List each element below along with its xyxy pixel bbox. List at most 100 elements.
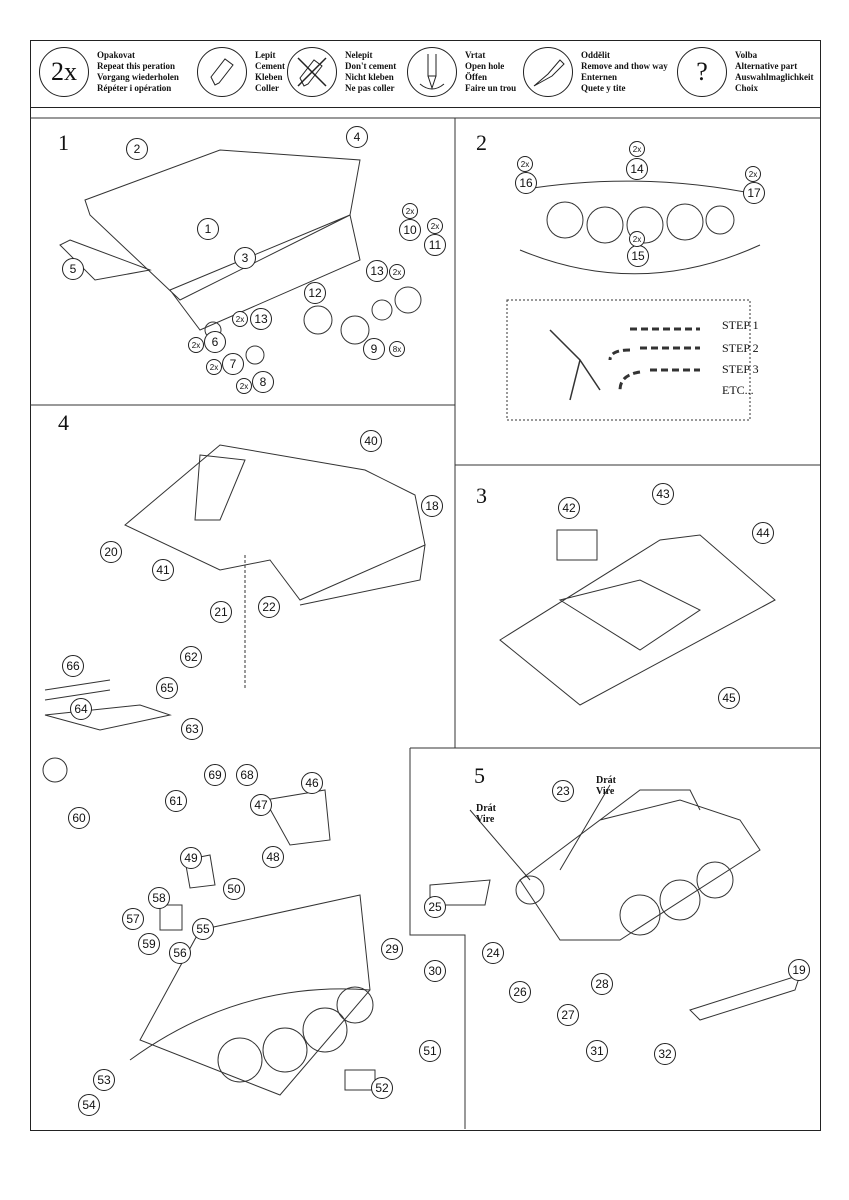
part-callout: 51 — [419, 1040, 441, 1062]
part-callout: 16 — [515, 172, 537, 194]
quantity-badge: 2x — [232, 311, 248, 327]
cement-tube-icon — [197, 47, 247, 97]
part-callout: 41 — [152, 559, 174, 581]
quantity-badge: 2x — [745, 166, 761, 182]
step-number-5: 5 — [474, 763, 485, 788]
step-number-3: 3 — [476, 483, 487, 508]
part-callout: 32 — [654, 1043, 676, 1065]
part-callout: 68 — [236, 764, 258, 786]
part-callout: 43 — [652, 483, 674, 505]
quantity-badge: 2x — [389, 264, 405, 280]
wire-label-en: Vire — [476, 814, 495, 825]
part-callout: 49 — [180, 847, 202, 869]
part-callout: 27 — [557, 1004, 579, 1026]
wire-label-cz: Drát — [596, 775, 616, 786]
part-callout: 57 — [122, 908, 144, 930]
legend-text: Kleben — [255, 72, 283, 82]
legend-text: Vrtat — [465, 50, 486, 60]
part-callout: 64 — [70, 698, 92, 720]
part-callout: 48 — [262, 846, 284, 868]
part-callout: 65 — [156, 677, 178, 699]
part-callout: 66 — [62, 655, 84, 677]
part-callout: 3 — [234, 247, 256, 269]
part-callout: 20 — [100, 541, 122, 563]
part-callout: 23 — [552, 780, 574, 802]
part-callout: 14 — [626, 158, 648, 180]
part-callout: 28 — [591, 973, 613, 995]
legend-text: Repeat this peration — [97, 61, 175, 71]
part-callout: 40 — [360, 430, 382, 452]
legend-text: Lepit — [255, 50, 276, 60]
part-callout: 54 — [78, 1094, 100, 1116]
step-legend-2: STEP 2 — [722, 341, 759, 355]
part-callout: 2 — [126, 138, 148, 160]
quantity-badge: 2x — [629, 231, 645, 247]
legend-text: Nicht kleben — [345, 72, 394, 82]
legend-text: Enternen — [581, 72, 617, 82]
legend-text: Quete y tite — [581, 83, 626, 93]
wire-label-en: Vire — [596, 786, 615, 797]
wire-label-cz: Drát — [476, 803, 496, 814]
part-callout: 29 — [381, 938, 403, 960]
quantity-badge: 8x — [389, 341, 405, 357]
part-callout: 63 — [181, 718, 203, 740]
part-callout: 13 — [366, 260, 388, 282]
legend-text: Choix — [735, 83, 759, 93]
legend-text: Open hole — [465, 61, 505, 71]
question-mark-icon: ? — [677, 47, 727, 97]
drill-icon — [407, 47, 457, 97]
part-callout: 10 — [399, 219, 421, 241]
sheet-border — [30, 40, 821, 1131]
part-callout: 22 — [258, 596, 280, 618]
legend-text: Ne pas coller — [345, 83, 395, 93]
part-callout: 31 — [586, 1040, 608, 1062]
legend-text: Alternative part — [735, 61, 798, 71]
part-callout: 69 — [204, 764, 226, 786]
part-callout: 7 — [222, 353, 244, 375]
part-callout: 55 — [192, 918, 214, 940]
part-callout: 24 — [482, 942, 504, 964]
part-callout: 9 — [363, 338, 385, 360]
part-callout: 58 — [148, 887, 170, 909]
part-callout: 42 — [558, 497, 580, 519]
part-callout: 26 — [509, 981, 531, 1003]
legend-text: Oddělit — [581, 50, 611, 60]
quantity-badge: 2x — [188, 337, 204, 353]
legend-text: Répéter i opération — [97, 83, 172, 93]
part-callout: 53 — [93, 1069, 115, 1091]
quantity-badge: 2x — [427, 218, 443, 234]
step-legend-1: STEP 1 — [722, 318, 759, 332]
part-callout: 30 — [424, 960, 446, 982]
part-callout: 52 — [371, 1077, 393, 1099]
quantity-badge: 2x — [236, 378, 252, 394]
part-callout: 6 — [204, 331, 226, 353]
step-number-2: 2 — [476, 130, 487, 155]
part-callout: 1 — [197, 218, 219, 240]
part-callout: 50 — [223, 878, 245, 900]
legend-text: Coller — [255, 83, 279, 93]
part-callout: 25 — [424, 896, 446, 918]
legend-text: Faire un trou — [465, 83, 517, 93]
legend-text: Volba — [735, 50, 758, 60]
part-callout: 13 — [250, 308, 272, 330]
part-callout: 56 — [169, 942, 191, 964]
part-callout: 18 — [421, 495, 443, 517]
repeat-2x-icon: 2x — [39, 47, 89, 97]
part-callout: 4 — [346, 126, 368, 148]
part-callout: 8 — [252, 371, 274, 393]
part-callout: 19 — [788, 959, 810, 981]
step-number-1: 1 — [58, 130, 69, 155]
part-callout: 47 — [250, 794, 272, 816]
part-callout: 44 — [752, 522, 774, 544]
step-legend-etc: ETC... — [722, 383, 754, 397]
part-callout: 21 — [210, 601, 232, 623]
